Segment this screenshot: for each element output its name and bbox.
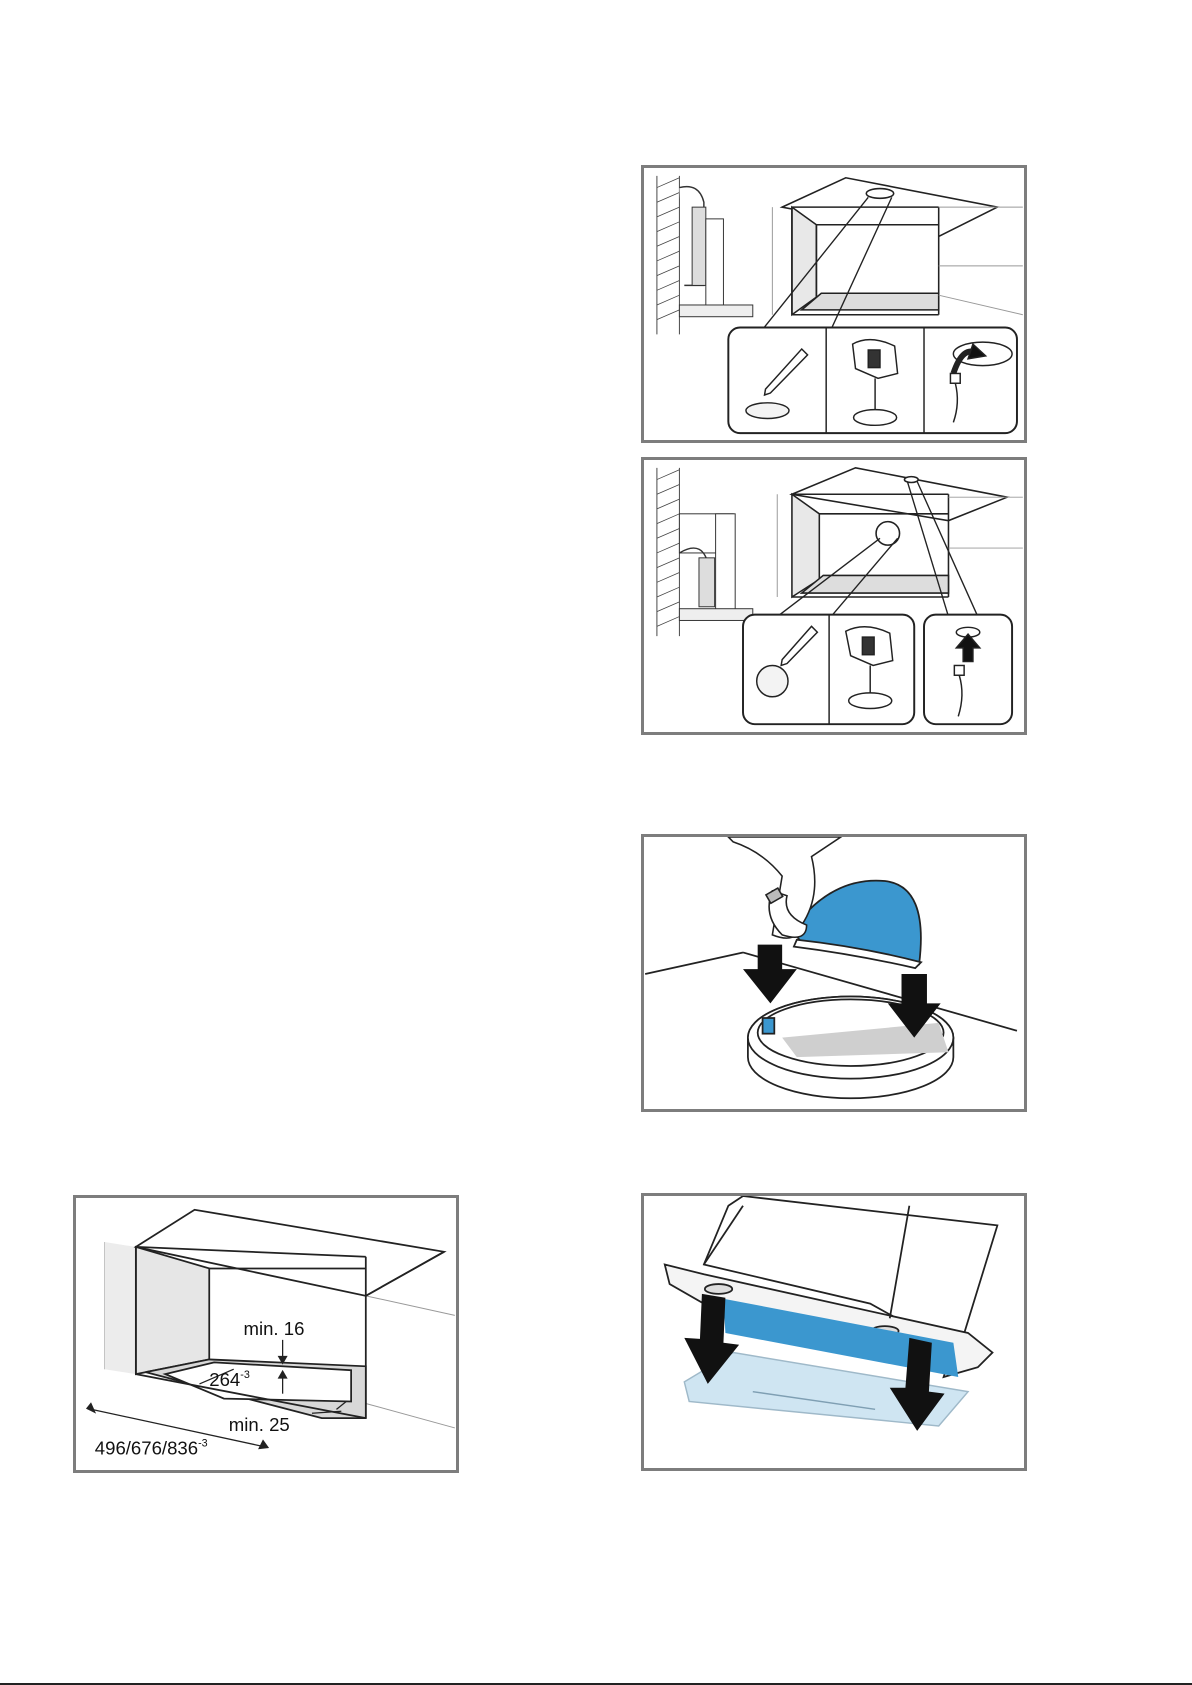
figure-remove-grease-filter xyxy=(641,1193,1027,1471)
callout-steps xyxy=(743,615,1012,725)
dim-depth-tolerance: -3 xyxy=(240,1369,250,1381)
arrow-down-left xyxy=(743,945,797,1004)
illustration-hood-filter xyxy=(644,1196,1024,1468)
illustration-cabinet-dimensions: min. 16 264-3 min. 25 496/676/836-3 xyxy=(76,1198,456,1470)
dim-width-tolerance: -3 xyxy=(198,1438,208,1450)
figure-cutout-top-ducting xyxy=(641,165,1027,443)
illustration-insert-flap xyxy=(644,837,1024,1109)
dim-depth: 264 xyxy=(209,1369,240,1390)
svg-text:496/676/836-3: 496/676/836-3 xyxy=(95,1437,208,1458)
figure-insert-backflow-flap xyxy=(641,834,1027,1112)
illustration-cabinet-rear-cutout xyxy=(644,460,1024,732)
cabinet xyxy=(782,178,997,315)
dim-min-side: min. 25 xyxy=(229,1414,290,1435)
figure-cutout-rear-ducting xyxy=(641,457,1027,735)
duct-pipe xyxy=(679,187,752,317)
wall-hatch xyxy=(657,468,680,636)
figure-cutout-dimensions: min. 16 264-3 min. 25 496/676/836-3 xyxy=(73,1195,459,1473)
dim-min-top: min. 16 xyxy=(243,1318,304,1339)
illustration-cabinet-top-cutout xyxy=(644,168,1024,440)
cabinet xyxy=(792,468,1007,597)
callout-steps xyxy=(728,327,1017,433)
wall-hatch xyxy=(657,176,680,335)
duct-pipe xyxy=(679,514,752,621)
cabinet xyxy=(136,1210,444,1418)
dim-width: 496/676/836 xyxy=(95,1437,198,1458)
